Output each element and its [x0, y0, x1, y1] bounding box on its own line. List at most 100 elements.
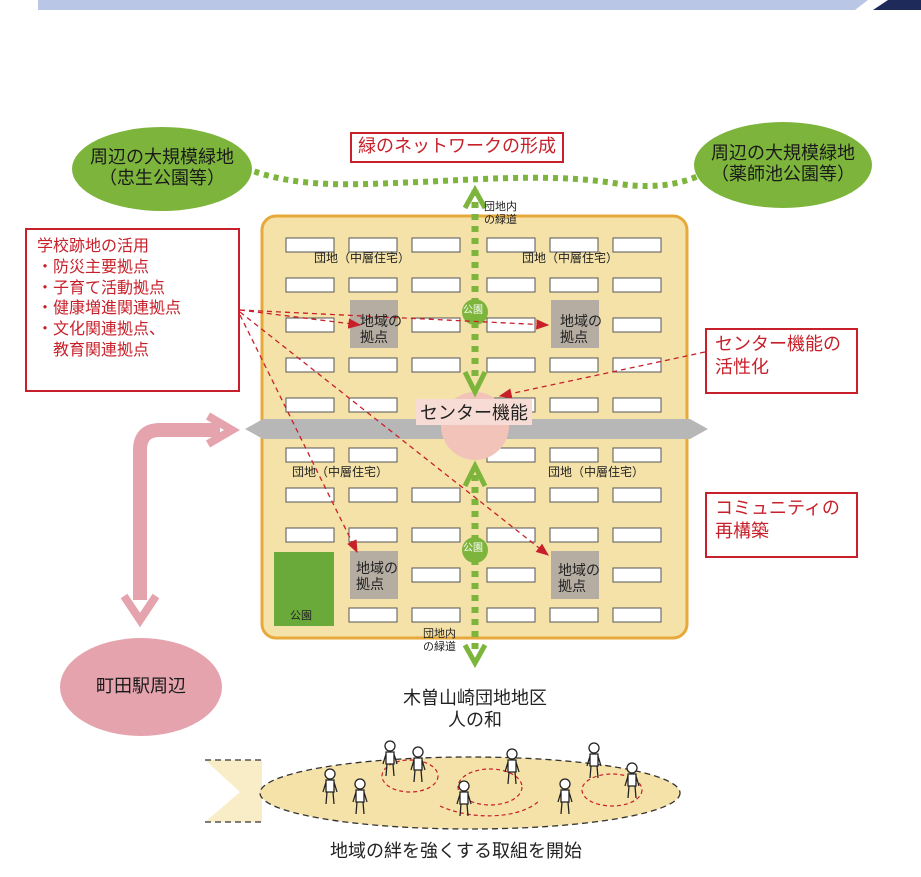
- greenway-top-line2: の緑道: [484, 213, 517, 227]
- housing-block: [612, 357, 662, 373]
- housing-block: [411, 357, 461, 373]
- school-item-2: ・子育て活動拠点: [37, 277, 166, 297]
- housing-block: [612, 317, 662, 333]
- hub-tr-line1: 地域の: [560, 314, 602, 330]
- arrow-school-hub4: [239, 311, 550, 556]
- housing-label-top-right: 団地（中層住宅）: [522, 251, 619, 265]
- people-figures: [322, 740, 640, 817]
- school-item-1: ・防災主要拠点: [37, 256, 150, 276]
- school-item-3: ・健康増進関連拠点: [37, 298, 182, 318]
- greenway-top-arrow: [462, 184, 488, 210]
- person-figure: [624, 762, 640, 799]
- green-space-left: 周辺の大規模緑地 （忠生公園等）: [72, 127, 252, 211]
- housing-block: [348, 447, 398, 463]
- housing-block: [549, 237, 599, 253]
- arrow-school-hub1: [239, 309, 362, 329]
- person-figure: [557, 778, 573, 815]
- housing-block: [486, 607, 536, 623]
- greenway-bottom-line1: 団地内: [423, 627, 456, 640]
- housing-block: [612, 277, 662, 293]
- housing-block: [285, 447, 335, 463]
- hub-label-bottom-left: 地域の 拠点: [356, 561, 398, 593]
- person-figure: [410, 746, 426, 783]
- pink-connector: [133, 423, 220, 600]
- housing-block: [348, 607, 398, 623]
- center-function-label: センター機能: [416, 399, 532, 425]
- hub-tl-line1: 地域の: [360, 314, 402, 330]
- hub-tl-line2: 拠点: [360, 330, 388, 347]
- hub-bottom-left: [350, 551, 398, 599]
- greenway-bottom-arrow: [462, 643, 488, 669]
- link-loop-1: [381, 759, 439, 793]
- arrow-center-function: [498, 351, 706, 399]
- center-function-line2: 活性化: [715, 357, 769, 379]
- community-line2: 再構築: [715, 521, 769, 543]
- greenway-label-bottom: 団地内 の緑道: [423, 627, 456, 653]
- housing-block: [411, 527, 461, 543]
- arrow-school-hub3: [239, 314, 358, 554]
- housing-block: [549, 527, 599, 543]
- green-space-right: 周辺の大規模緑地 （薬師池公園等）: [694, 122, 872, 208]
- housing-block: [411, 567, 461, 583]
- housing-block: [486, 237, 536, 253]
- green-left-line2: （忠生公園等）: [99, 168, 225, 189]
- housing-block: [549, 277, 599, 293]
- station-label: 町田駅周辺: [96, 675, 186, 697]
- link-loop-3: [581, 773, 643, 807]
- link-loop-2: [457, 768, 523, 806]
- housing-block: [348, 357, 398, 373]
- header-corner: [873, 0, 921, 10]
- housing-block: [549, 447, 599, 463]
- person-figure: [456, 780, 472, 817]
- district-title: 木曽山崎団地地区 人の和: [375, 688, 575, 731]
- district-line1: 木曽山崎団地地区: [403, 688, 547, 709]
- community-line1: コミュニティの: [715, 498, 840, 519]
- hub-br-line2: 拠点: [558, 579, 586, 596]
- housing-block: [285, 237, 335, 253]
- school-item-5: 教育関連拠点: [37, 339, 150, 359]
- housing-block: [549, 487, 599, 503]
- green-left-line1: 周辺の大規模緑地: [90, 147, 234, 169]
- housing-block: [549, 397, 599, 413]
- school-title: 学校跡地の活用: [37, 236, 150, 255]
- green-network-line: [243, 165, 712, 189]
- greenway-lower-arrow: [462, 460, 488, 488]
- housing-block: [612, 607, 662, 623]
- housing-block: [549, 357, 599, 373]
- header-bar: [38, 0, 868, 10]
- housing-block: [549, 607, 599, 623]
- park-label-lower: 公園: [463, 543, 483, 554]
- housing-block: [285, 527, 335, 543]
- person-figure: [504, 748, 520, 785]
- school-site-box: 学校跡地の活用 ・防災主要拠点 ・子育て活動拠点 ・健康増進関連拠点 ・文化関連…: [25, 228, 240, 392]
- green-right-line1: 周辺の大規模緑地: [711, 143, 855, 165]
- housing-block: [348, 277, 398, 293]
- district-line2: 人の和: [448, 709, 502, 731]
- hub-label-top-left: 地域の 拠点: [360, 314, 402, 346]
- housing-block: [348, 527, 398, 543]
- housing-block: [612, 237, 662, 253]
- community-box: コミュニティの 再構築: [705, 492, 858, 558]
- person-figure: [586, 742, 602, 779]
- hub-label-top-right: 地域の 拠点: [560, 314, 602, 346]
- park-dot-lower: [462, 537, 488, 563]
- housing-block: [411, 237, 461, 253]
- hub-bl-line2: 拠点: [356, 577, 384, 594]
- housing-blocks: [285, 237, 662, 623]
- housing-block: [486, 357, 536, 373]
- housing-block: [285, 277, 335, 293]
- community-tail: [205, 760, 262, 822]
- green-right-line2: （薬師池公園等）: [711, 164, 855, 185]
- housing-block: [411, 487, 461, 503]
- arrow-school-hub2: [239, 309, 550, 330]
- machida-station-area: 町田駅周辺: [60, 638, 222, 736]
- housing-label-bottom-right: 団地（中層住宅）: [548, 465, 645, 479]
- center-function-line1: センター機能の: [715, 334, 841, 355]
- housing-block: [348, 237, 398, 253]
- housing-block: [486, 317, 536, 333]
- housing-block: [348, 487, 398, 503]
- network-title: 緑のネットワークの形成: [350, 132, 564, 163]
- park-label-area: 公園: [290, 609, 312, 622]
